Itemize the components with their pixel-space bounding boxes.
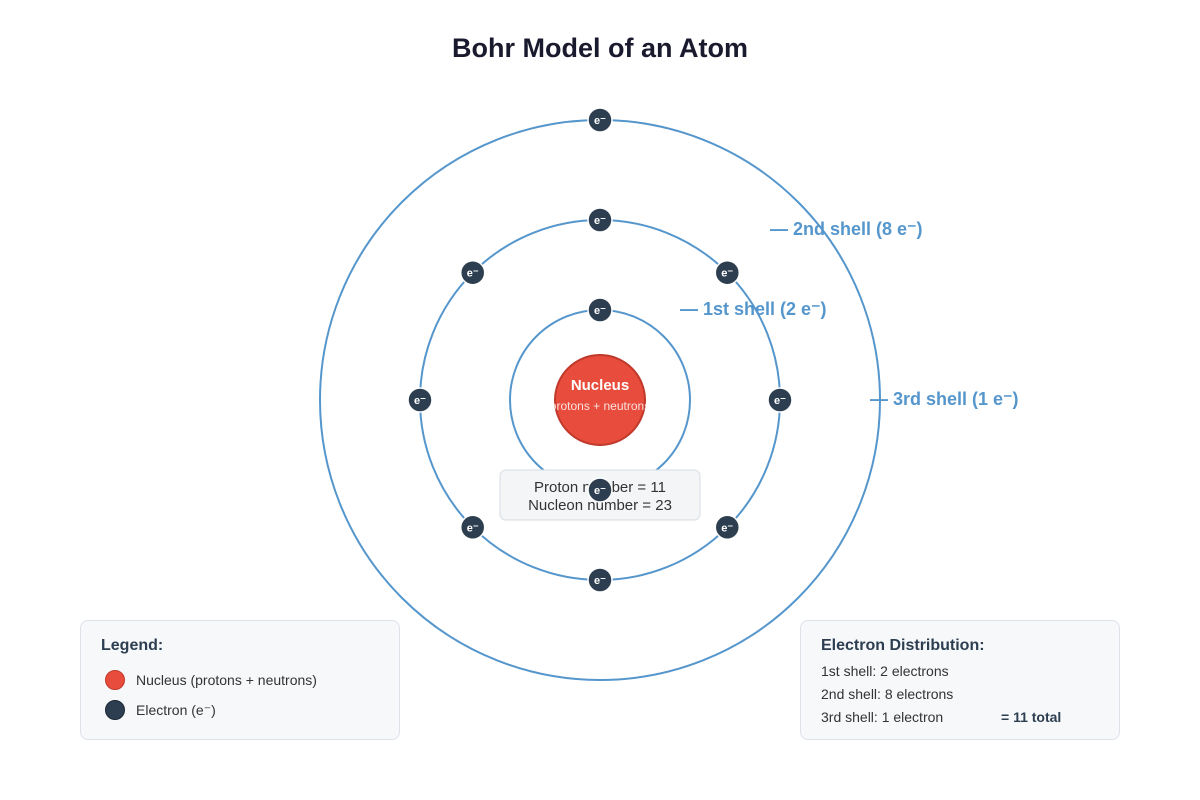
page-title: Bohr Model of an Atom xyxy=(452,33,748,63)
electron-dot-icon xyxy=(714,259,741,286)
electrons-layer: e⁻ e⁻ e⁻ e⁻ e⁻ e⁻ e⁻ e⁻ e⁻ e⁻ e⁻ xyxy=(407,107,793,593)
electron: e⁻ xyxy=(459,259,486,286)
electron-symbol: e⁻ xyxy=(414,395,426,407)
distribution-total: = 11 total xyxy=(1001,709,1062,725)
electron-dot-icon xyxy=(587,107,613,133)
nucleus-label: Nucleus xyxy=(571,377,629,394)
electron: e⁻ xyxy=(714,514,741,541)
electron-symbol: e⁻ xyxy=(594,575,606,587)
legend-item-electron: Electron (e⁻) xyxy=(105,699,216,721)
electron-dot-icon xyxy=(587,567,613,593)
shell-labels-layer: — 1st shell (2 e⁻) — 2nd shell (8 e⁻) — 3r… xyxy=(680,219,1019,409)
legend-item-label: Electron (e⁻) xyxy=(136,701,216,718)
electron-symbol: e⁻ xyxy=(594,215,606,227)
electron: e⁻ xyxy=(714,259,741,286)
electron-dot-icon xyxy=(587,297,613,323)
distribution-title: Electron Distribution: xyxy=(821,637,985,654)
electron-symbol: e⁻ xyxy=(594,115,606,127)
electron-dot-icon xyxy=(105,700,125,720)
electron-symbol: e⁻ xyxy=(594,485,606,497)
nucleus-sublabel: protons + neutrons xyxy=(550,399,650,413)
electron-symbol: e⁻ xyxy=(774,395,786,407)
electron-symbol: e⁻ xyxy=(467,522,479,534)
distribution-line: 1st shell: 2 electrons xyxy=(821,663,949,679)
electron-dot-icon xyxy=(407,387,433,413)
legend-title: Legend: xyxy=(101,637,164,654)
nucleus xyxy=(554,354,646,446)
electron-dot-icon xyxy=(459,514,486,541)
electron: e⁻ xyxy=(587,567,613,593)
electron-symbol: e⁻ xyxy=(721,522,733,534)
legend-item-nucleus: Nucleus (protons + neutrons) xyxy=(105,669,317,691)
electron: e⁻ xyxy=(459,514,486,541)
shell-1-label: — 1st shell (2 e⁻) xyxy=(680,299,827,319)
shell-3-label: — 3rd shell (1 e⁻) xyxy=(870,389,1019,409)
distribution-panel: Electron Distribution: 1st shell: 2 elec… xyxy=(800,620,1120,740)
electron: e⁻ xyxy=(587,207,613,233)
electron-dot-icon xyxy=(767,387,793,413)
nucleus-dot-icon xyxy=(105,670,125,690)
electron-dot-icon xyxy=(459,259,486,286)
shell-2-label: — 2nd shell (8 e⁻) xyxy=(770,219,923,239)
electron: e⁻ xyxy=(587,297,613,323)
electron: e⁻ xyxy=(587,107,613,133)
distribution-line: 3rd shell: 1 electron xyxy=(821,709,944,725)
distribution-line: 2nd shell: 8 electrons xyxy=(821,686,954,702)
nucleus-group: Nucleus protons + neutrons xyxy=(550,354,650,446)
electron-dot-icon xyxy=(587,207,613,233)
electron-symbol: e⁻ xyxy=(594,305,606,317)
electron-dot-icon xyxy=(714,514,741,541)
electron: e⁻ xyxy=(407,387,433,413)
electron-symbol: e⁻ xyxy=(467,268,479,280)
electron: e⁻ xyxy=(767,387,793,413)
legend-panel: Legend: Nucleus (protons + neutrons) Ele… xyxy=(80,620,400,740)
electron: e⁻ xyxy=(587,477,613,503)
nucleon-number-text: Nucleon number = 23 xyxy=(528,497,672,514)
electron-symbol: e⁻ xyxy=(721,268,733,280)
legend-item-label: Nucleus (protons + neutrons) xyxy=(136,672,317,688)
electron-dot-icon xyxy=(587,477,613,503)
